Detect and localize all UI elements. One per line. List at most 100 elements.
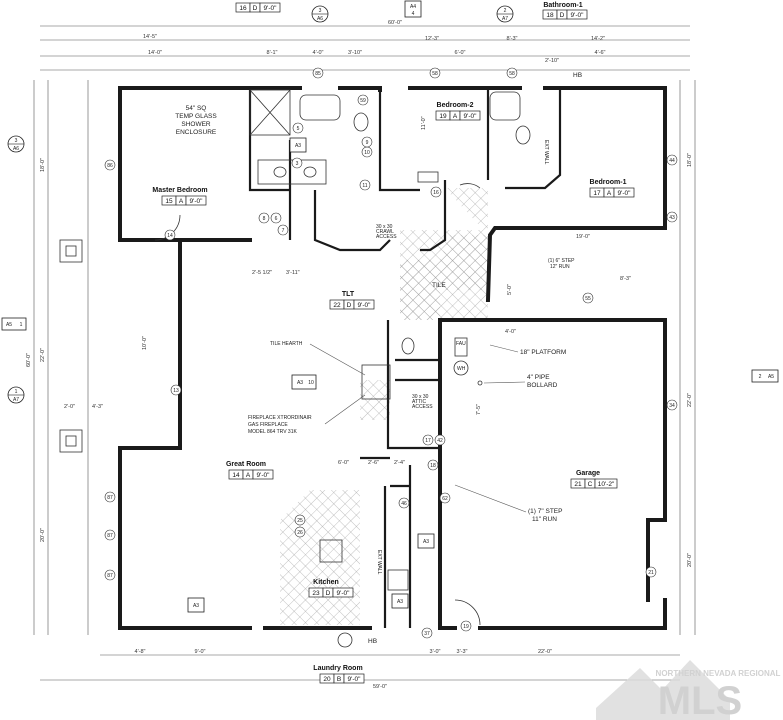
- bollard-note: BOLLARD: [527, 382, 558, 389]
- keynote-number: 3: [296, 161, 299, 167]
- marker-number: 1: [20, 322, 23, 328]
- dimension-text: 4'-6": [595, 50, 606, 56]
- dimension-text: 22'-0": [687, 393, 693, 407]
- tag-letter: A: [179, 198, 184, 205]
- keynote-marker: [270, 212, 282, 224]
- tag-height: 9'-0": [571, 12, 585, 19]
- dimension-text: 4'-0": [313, 50, 324, 56]
- tag-letter: A: [246, 472, 251, 479]
- keynote-marker: [439, 492, 451, 504]
- keynote-marker: [104, 569, 116, 581]
- keynote-marker: [361, 136, 373, 148]
- room-name: TLT: [342, 291, 355, 298]
- marker-number: 3: [319, 8, 322, 14]
- keynote-number: 58: [432, 71, 438, 77]
- keynote-number: 87: [107, 533, 113, 539]
- step-note: 12" RUN: [550, 264, 570, 270]
- dimension-text: 2'-5 1/2": [252, 270, 272, 276]
- tile-note: TILE: [432, 282, 446, 289]
- marker-number: 4: [412, 11, 415, 17]
- tag-number: 20: [323, 676, 331, 683]
- ext-wall-label: EXT WALL: [376, 550, 382, 575]
- room-tag: 22 D 9'-0": [329, 299, 375, 310]
- toilet-icon: [401, 337, 415, 355]
- sink-icon: [417, 171, 439, 183]
- attic-access-note: ACCESS: [412, 404, 433, 410]
- column-post: [65, 245, 77, 257]
- keynote-marker: [422, 434, 434, 446]
- section-marker-a3: A3: [391, 593, 409, 609]
- kitchen-island: [319, 539, 343, 563]
- keynote-marker: [430, 186, 442, 198]
- room-name: Laundry Room: [313, 665, 362, 672]
- dimension-text: 6'-0": [455, 50, 466, 56]
- bottom-dimensions: 4'-8" 9'-0" 3'-0" 3'-3" 22'-0" 59'-0": [40, 649, 680, 690]
- keynote-marker: [421, 627, 433, 639]
- water-heater-label: WH: [457, 366, 466, 372]
- marker-sheet: A5: [6, 322, 12, 328]
- dimension-text: 8'-1": [267, 50, 278, 56]
- shower-enclosure: [249, 89, 291, 136]
- section-marker-a3: A3: [417, 533, 435, 549]
- mountain-logo-icon: [596, 660, 730, 720]
- shower-note: ENCLOSURE: [176, 129, 217, 136]
- tag-number: 16: [239, 5, 247, 12]
- dimension-text: 4'-8": [135, 649, 146, 655]
- annotations: 54" SQ TEMP GLASS SHOWER ENCLOSURE TILE …: [175, 72, 582, 645]
- dimension-text: 5'-0": [507, 284, 513, 295]
- bath-tub: [489, 91, 521, 121]
- keynote-number: 59: [360, 98, 366, 104]
- door-swing-icon: [454, 599, 481, 626]
- keynote-number: 25: [297, 518, 303, 524]
- watermark-subtext: NORTHERN NEVADA REGIONAL: [656, 669, 781, 678]
- overall-top-dimension: 60'-0": [388, 20, 402, 26]
- marker-sheet: A5: [768, 374, 774, 380]
- room-tag: 18 D 9'-0": [542, 9, 588, 20]
- step-note: (1) 7" STEP: [528, 508, 562, 515]
- column-pad: [59, 429, 83, 453]
- tag-letter: D: [253, 5, 258, 12]
- dimension-text: 9'-0": [195, 649, 206, 655]
- dimension-text: 11'-0": [421, 116, 427, 130]
- toilet-icon: [515, 125, 531, 145]
- keynote-number: 14: [167, 233, 173, 239]
- room-tag-top: 16 D 9'-0": [235, 2, 281, 13]
- marker-number: 2: [759, 374, 762, 380]
- keynote-marker: [645, 566, 657, 578]
- keynote-number: 46: [401, 501, 407, 507]
- keynote-marker: [357, 94, 369, 106]
- marker-sheet: A3: [295, 143, 301, 149]
- section-marker-a3: A3: [289, 137, 307, 153]
- keynote-marker: [359, 179, 371, 191]
- room-name: Bedroom-1: [590, 179, 627, 186]
- marker-number: 1: [15, 389, 18, 395]
- keynote-number: 5: [297, 126, 300, 132]
- keynote-number: 7: [282, 228, 285, 234]
- fireplace-note: GAS FIREPLACE: [248, 422, 288, 428]
- hose-bib-label: HB: [573, 72, 582, 79]
- keynote-number: 87: [107, 495, 113, 501]
- keynote-number: 6: [275, 216, 278, 222]
- fau-label: FAU: [456, 341, 466, 347]
- door-swing-icon: [459, 183, 481, 189]
- section-marker-a5-right: 2 A5: [751, 369, 779, 383]
- ext-wall-label: EXT WALL: [543, 140, 549, 165]
- top-dimensions: 60'-0" 14'-5" 6'-0" 4'-6" 14'-0" 8'-1" 4…: [40, 20, 690, 71]
- column-pad: [59, 239, 83, 263]
- shower-note: SHOWER: [181, 121, 211, 128]
- room-name: Master Bedroom: [152, 187, 207, 194]
- keynote-number: 11: [362, 183, 367, 189]
- bollard-icon: [477, 380, 483, 386]
- tag-height: 9'-0": [257, 472, 271, 479]
- keynote-marker: [170, 384, 182, 396]
- sink-icon: [303, 166, 317, 178]
- marker-sheet: A3: [193, 603, 199, 609]
- attic-access-note: 30 x 30: [412, 394, 429, 400]
- dimension-text: 2'-4": [394, 460, 405, 466]
- dimension-text: 3'-11": [286, 270, 300, 276]
- dimension-text: 19'-0": [576, 234, 590, 240]
- toilet-icon: [353, 112, 369, 132]
- room-name: Bedroom-2: [437, 102, 474, 109]
